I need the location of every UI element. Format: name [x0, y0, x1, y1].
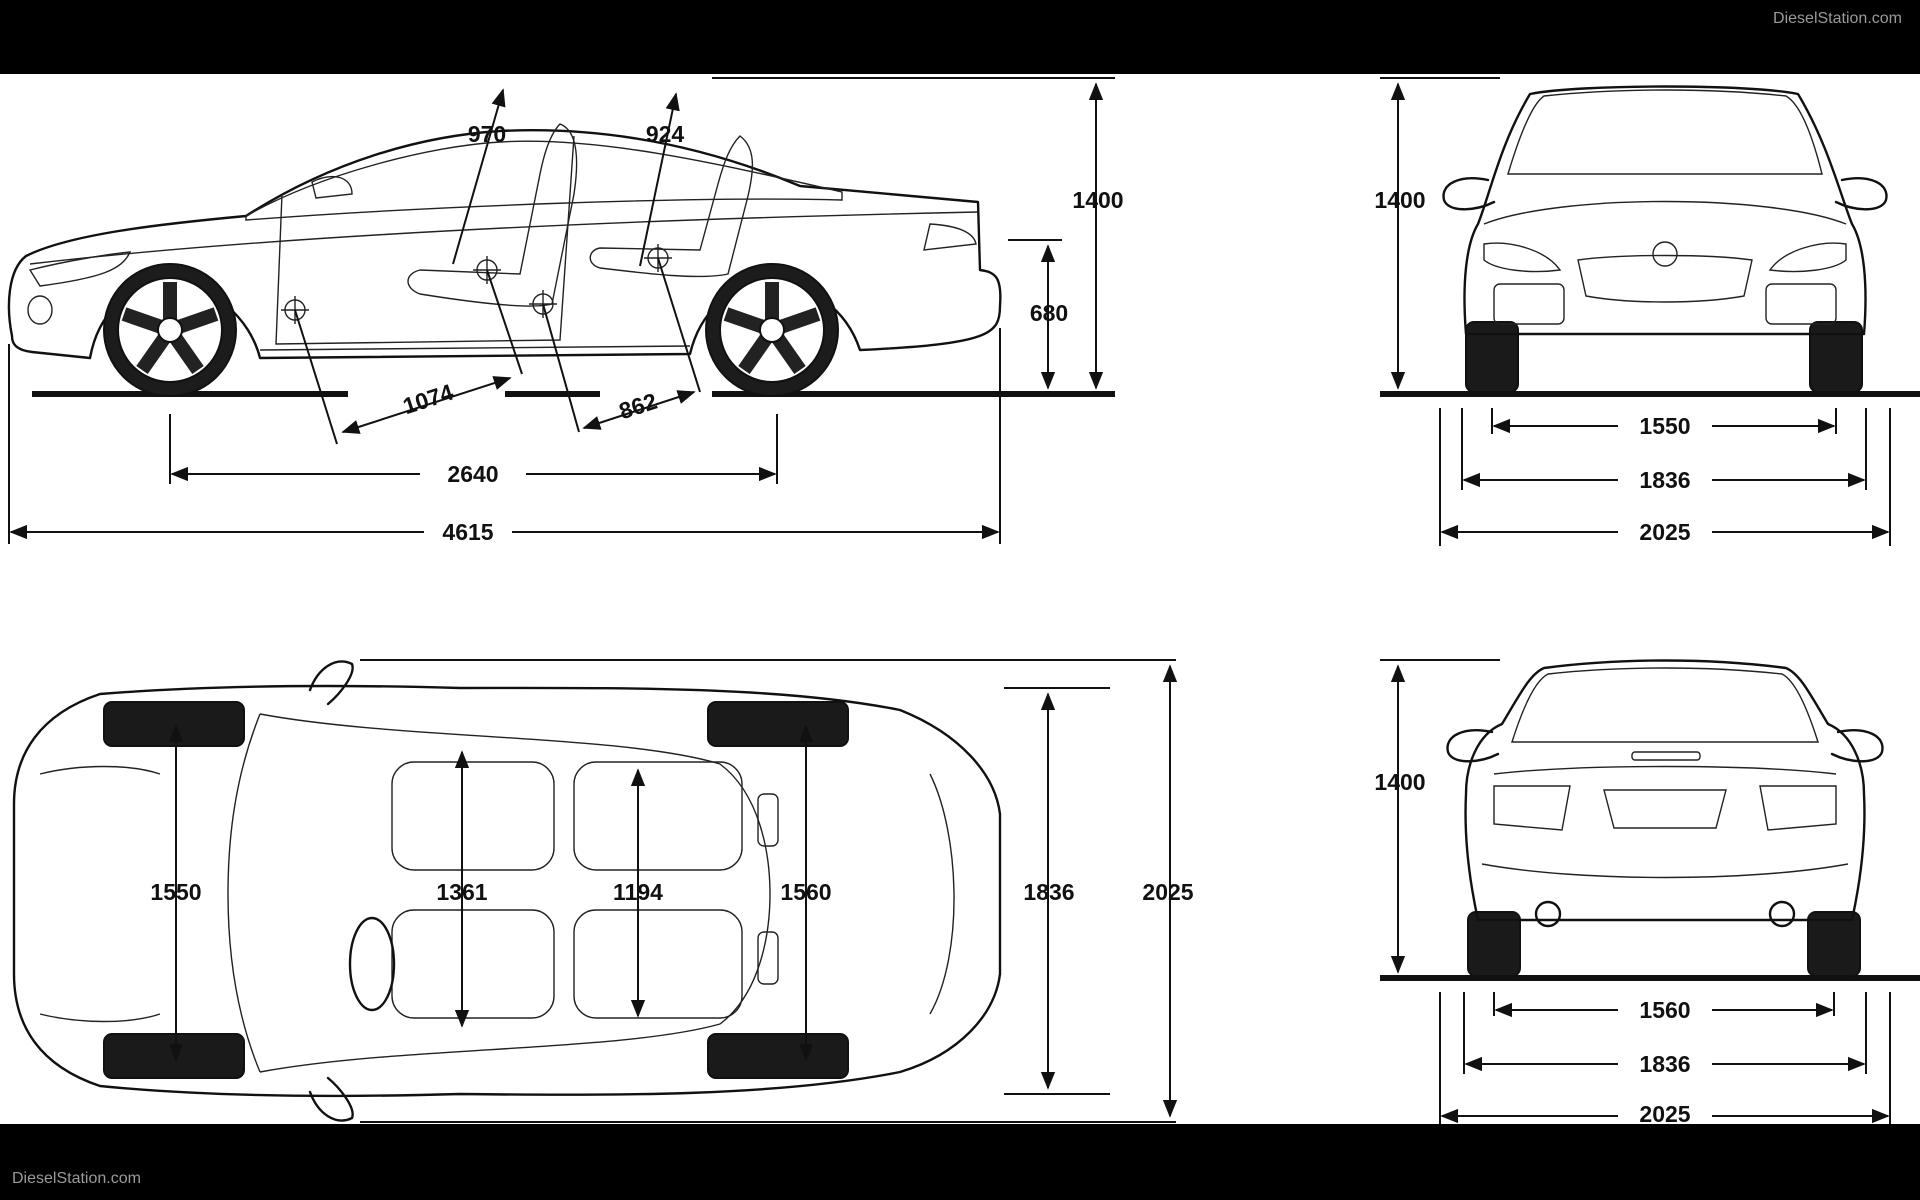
front-fog-left	[1493, 283, 1565, 325]
label-top-mirror-width: 2025	[1142, 879, 1193, 905]
front-hood-line	[1483, 200, 1847, 225]
top-seat-front-right	[391, 909, 555, 1019]
top-tire-rear-right	[707, 1033, 849, 1079]
rear-mirror-right	[1830, 729, 1884, 763]
top-body-outline	[12, 684, 1002, 1098]
top-seat-front-left	[391, 761, 555, 871]
top-tire-front-right	[103, 1033, 245, 1079]
side-legroom-ext-4	[657, 257, 701, 393]
top-headrest-left	[757, 793, 779, 847]
rear-body-outline	[1464, 659, 1866, 922]
side-legroom-ext-3	[542, 303, 580, 433]
top-cabin-outline	[259, 713, 771, 1073]
rear-plate-recess	[1603, 789, 1727, 829]
label-front-height: 1400	[1374, 187, 1425, 213]
top-seat-rear-right	[573, 909, 743, 1019]
label-rear-headroom: 924	[646, 121, 685, 147]
watermark-bottom: DieselStation.com	[12, 1170, 141, 1187]
label-front-body-width: 1836	[1639, 467, 1690, 493]
side-rear-legroom-line	[582, 390, 696, 430]
label-rear-mirror-width: 2025	[1639, 1101, 1690, 1124]
side-view: 970 924 1400 680 1074 862 2640 4615	[7, 77, 1124, 545]
car-dimensions-svg: 970 924 1400 680 1074 862 2640 4615	[7, 77, 1920, 1127]
top-hood-line	[39, 765, 161, 1023]
rear-brake-light	[1631, 751, 1701, 761]
side-legroom-ext-1	[294, 309, 338, 445]
front-view: 1400 1550 1836 2025	[1374, 77, 1920, 546]
watermark-top: DieselStation.com	[1773, 10, 1902, 27]
label-rear-body-width: 1836	[1639, 1051, 1690, 1077]
side-foglight	[27, 295, 53, 325]
side-headlight	[28, 251, 132, 287]
side-rear-seat	[589, 135, 754, 278]
rear-tire-left	[1467, 911, 1521, 977]
side-legroom-ext-2	[486, 269, 523, 375]
rear-lamp-left	[1493, 785, 1571, 831]
rear-window	[1511, 667, 1819, 743]
label-top-rear-track: 1560	[780, 879, 831, 905]
label-top-body-width: 1836	[1023, 879, 1074, 905]
side-front-seat	[407, 123, 578, 307]
side-window-line	[245, 140, 843, 221]
side-taillight	[923, 223, 977, 251]
label-rear-track: 1560	[1639, 997, 1690, 1023]
side-rear-headroom-line	[639, 92, 680, 267]
label-overall-height: 1400	[1072, 187, 1123, 213]
label-overall-length: 4615	[442, 519, 493, 545]
rear-mirror-left	[1446, 729, 1500, 763]
top-steering-wheel	[348, 916, 396, 1012]
rear-tire-right	[1807, 911, 1861, 977]
rear-exhaust-left	[1534, 900, 1562, 928]
side-rear-wheel	[705, 263, 839, 397]
dimension-drawing: 970 924 1400 680 1074 862 2640 4615	[0, 74, 1920, 1127]
side-seat-reference-points	[281, 244, 672, 324]
front-body-outline	[1463, 85, 1867, 336]
label-top-front-shoulder: 1361	[436, 879, 487, 905]
label-rear-legroom: 862	[616, 388, 661, 425]
front-mirror-left	[1442, 177, 1496, 211]
top-mirror-right	[308, 1076, 354, 1122]
rear-view: 1400 1560 1836 2025	[1374, 659, 1920, 1127]
top-view: 1550 1361 1194 1560 1836 2025	[12, 659, 1194, 1123]
side-front-headroom-line	[452, 88, 506, 265]
top-letterbox-bar	[0, 0, 1920, 74]
rear-exhaust-right	[1768, 900, 1796, 928]
label-front-mirror-width: 2025	[1639, 519, 1690, 545]
top-headrest-right	[757, 931, 779, 985]
top-tire-front-left	[103, 701, 245, 747]
label-front-track: 1550	[1639, 413, 1690, 439]
label-wheelbase: 2640	[447, 461, 498, 487]
front-tire-left	[1465, 321, 1519, 393]
front-grille	[1577, 254, 1753, 303]
label-front-legroom: 1074	[400, 379, 457, 420]
front-tire-right	[1809, 321, 1863, 393]
top-windshield-frame	[227, 713, 261, 1073]
side-door	[275, 135, 575, 345]
side-front-wheel	[103, 263, 237, 397]
rear-trunk-lid	[1493, 765, 1837, 775]
front-fog-right	[1765, 283, 1837, 325]
top-mirror-left	[308, 660, 354, 706]
front-headlight-right	[1768, 242, 1847, 273]
front-headlight-left	[1483, 242, 1562, 273]
label-top-rear-shoulder: 1194	[613, 879, 663, 905]
rear-lamp-right	[1759, 785, 1837, 831]
label-rear-height: 1400	[1374, 769, 1425, 795]
front-mirror-right	[1834, 177, 1888, 211]
label-top-front-track: 1550	[150, 879, 201, 905]
front-windshield	[1507, 89, 1823, 175]
label-front-headroom: 970	[468, 121, 506, 147]
label-trunk-height: 680	[1030, 300, 1068, 326]
side-sill	[259, 345, 691, 351]
top-tire-rear-left	[707, 701, 849, 747]
side-front-legroom-line	[341, 376, 512, 434]
front-logo	[1652, 241, 1678, 267]
side-beltline	[29, 211, 979, 265]
rear-bumper	[1481, 863, 1849, 879]
side-mirror	[311, 175, 353, 199]
top-seat-rear-left	[573, 761, 743, 871]
top-trunk-line	[929, 773, 955, 1015]
bottom-letterbox-bar	[0, 1124, 1920, 1200]
